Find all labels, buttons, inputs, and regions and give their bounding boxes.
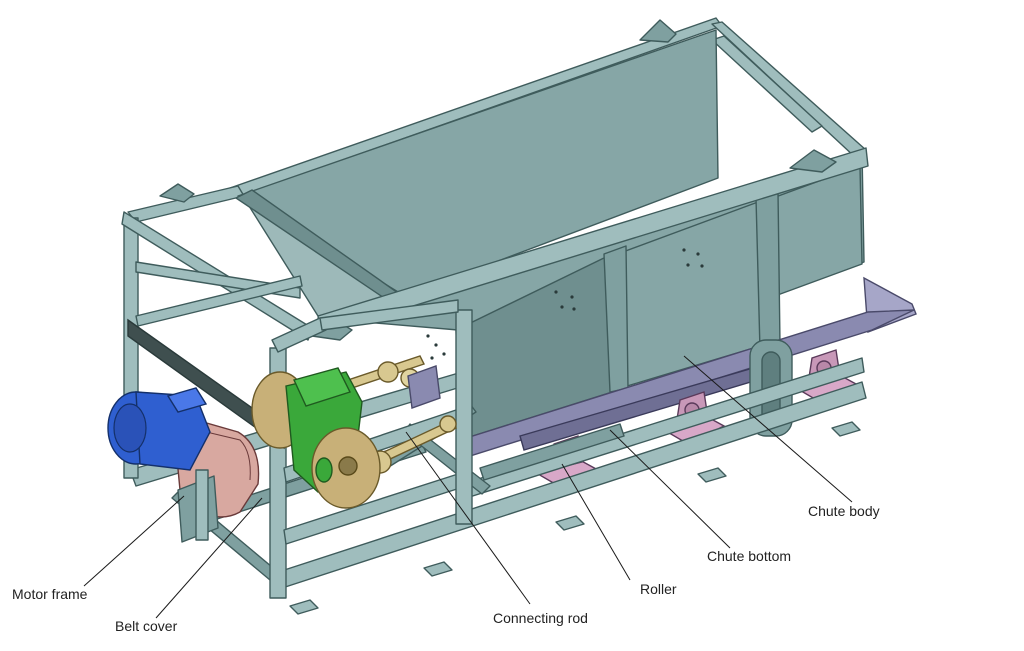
feet <box>289 421 861 615</box>
chute-bolt-holes <box>426 248 704 360</box>
gearbox-icon <box>251 367 381 509</box>
back-top-frame <box>127 17 867 223</box>
label-roller: Roller <box>640 581 677 597</box>
motor-icon <box>107 387 211 471</box>
label-motor-frame: Motor frame <box>12 586 88 602</box>
chute-body <box>311 147 869 441</box>
labels: Motor frame Belt cover Connecting rod Ro… <box>12 503 880 634</box>
label-chute-body: Chute body <box>808 503 880 519</box>
leader-lines <box>83 355 853 619</box>
front-cage-frame <box>121 211 473 599</box>
label-belt-cover: Belt cover <box>115 618 178 634</box>
motor-frame <box>177 469 219 543</box>
label-chute-bottom: Chute bottom <box>707 548 791 564</box>
label-connecting-rod: Connecting rod <box>493 610 588 626</box>
hopper <box>235 29 719 317</box>
chute-bottom <box>458 276 917 457</box>
